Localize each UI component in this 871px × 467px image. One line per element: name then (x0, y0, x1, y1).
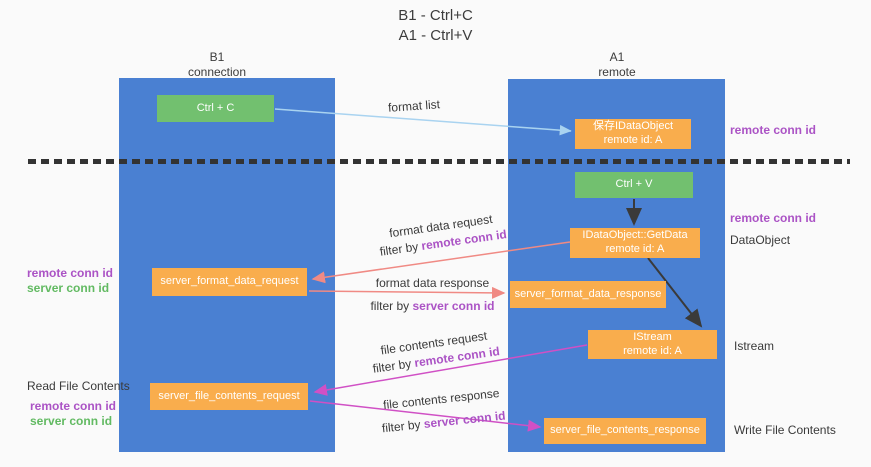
node-format-request-label: server_format_data_request (160, 275, 299, 288)
lane-header-a1: A1 remote (557, 50, 677, 80)
filter-prefix: filter by (370, 299, 413, 313)
filter-key-server-conn-id: server conn id (423, 408, 507, 431)
filter-prefix: filter by (381, 417, 425, 436)
title-line-1: B1 - Ctrl+C (398, 7, 473, 24)
flow-label-format-list: format list (387, 97, 441, 115)
filter-prefix: filter by (371, 356, 416, 376)
label-remote-conn-id-mid-right: remote conn id (730, 211, 817, 225)
node-ctrl-c: Ctrl + C (157, 95, 274, 122)
node-idataobject-getdata: IDataObject::GetData remote id: A (570, 228, 700, 258)
node-format-response-label: server_format_data_response (514, 287, 662, 300)
label-server-conn-id-left-1: server conn id (27, 281, 110, 295)
node-istream: IStream remote id: A (588, 330, 717, 359)
node-ctrl-c-label: Ctrl + C (196, 101, 235, 114)
label-istream: Istream (734, 339, 775, 353)
format-response-filter: filter by server conn id (360, 299, 505, 313)
node-saved-idataobject-subtitle: remote id: A (603, 134, 663, 146)
node-istream-subtitle: remote id: A (623, 344, 682, 357)
label-server-conn-id-left-2: server conn id (30, 414, 113, 428)
node-getdata-subtitle: remote id: A (605, 243, 665, 255)
flow-label-format-data-response: format data response filter by server co… (360, 276, 505, 313)
flow-label-file-contents-response: file contents response filter by server … (368, 385, 516, 437)
diagram-title: B1 - Ctrl+C A1 - Ctrl+V (0, 6, 871, 45)
filter-key-server-conn-id: server conn id (412, 299, 495, 313)
node-saved-idataobject-title: 保存IDataObject (592, 120, 674, 133)
title-line-2: A1 - Ctrl+V (398, 26, 473, 44)
node-saved-idataobject: 保存IDataObject remote id: A (575, 119, 691, 149)
label-remote-conn-id-left-1: remote conn id (27, 266, 114, 280)
phase-separator-dashed-line (28, 159, 850, 164)
node-ctrl-v-label: Ctrl + V (615, 178, 653, 191)
format-response-text: format data response (375, 276, 490, 290)
node-file-response-label: server_file_contents_response (550, 424, 700, 437)
flow-label-format-data-request: format data request filter by remote con… (371, 209, 514, 259)
lane-b1-role: connection (187, 65, 247, 79)
node-file-request-label: server_file_contents_request (158, 389, 300, 402)
node-istream-title: IStream (633, 330, 672, 343)
node-getdata-title: IDataObject::GetData (582, 229, 688, 242)
filter-prefix: filter by (378, 239, 423, 259)
label-write-file-contents: Write File Contents (734, 423, 836, 437)
lane-b1-name: B1 (209, 50, 225, 64)
lane-a1-role: remote (598, 65, 636, 79)
file-response-filter: filter by server conn id (371, 407, 517, 436)
lane-header-b1: B1 connection (157, 50, 277, 80)
label-dataobject: DataObject (730, 233, 791, 247)
label-remote-conn-id-left-2: remote conn id (30, 399, 117, 413)
label-remote-conn-id-top-right: remote conn id (730, 123, 817, 137)
node-server-format-data-response: server_format_data_response (510, 281, 666, 308)
lane-a1-name: A1 (609, 50, 625, 64)
flow-label-file-contents-request: file contents request filter by remote c… (364, 326, 507, 376)
label-read-file-contents: Read File Contents (27, 379, 130, 393)
node-server-file-contents-request: server_file_contents_request (150, 383, 308, 410)
node-server-format-data-request: server_format_data_request (152, 268, 307, 296)
node-ctrl-v: Ctrl + V (575, 172, 693, 198)
node-server-file-contents-response: server_file_contents_response (544, 418, 706, 444)
